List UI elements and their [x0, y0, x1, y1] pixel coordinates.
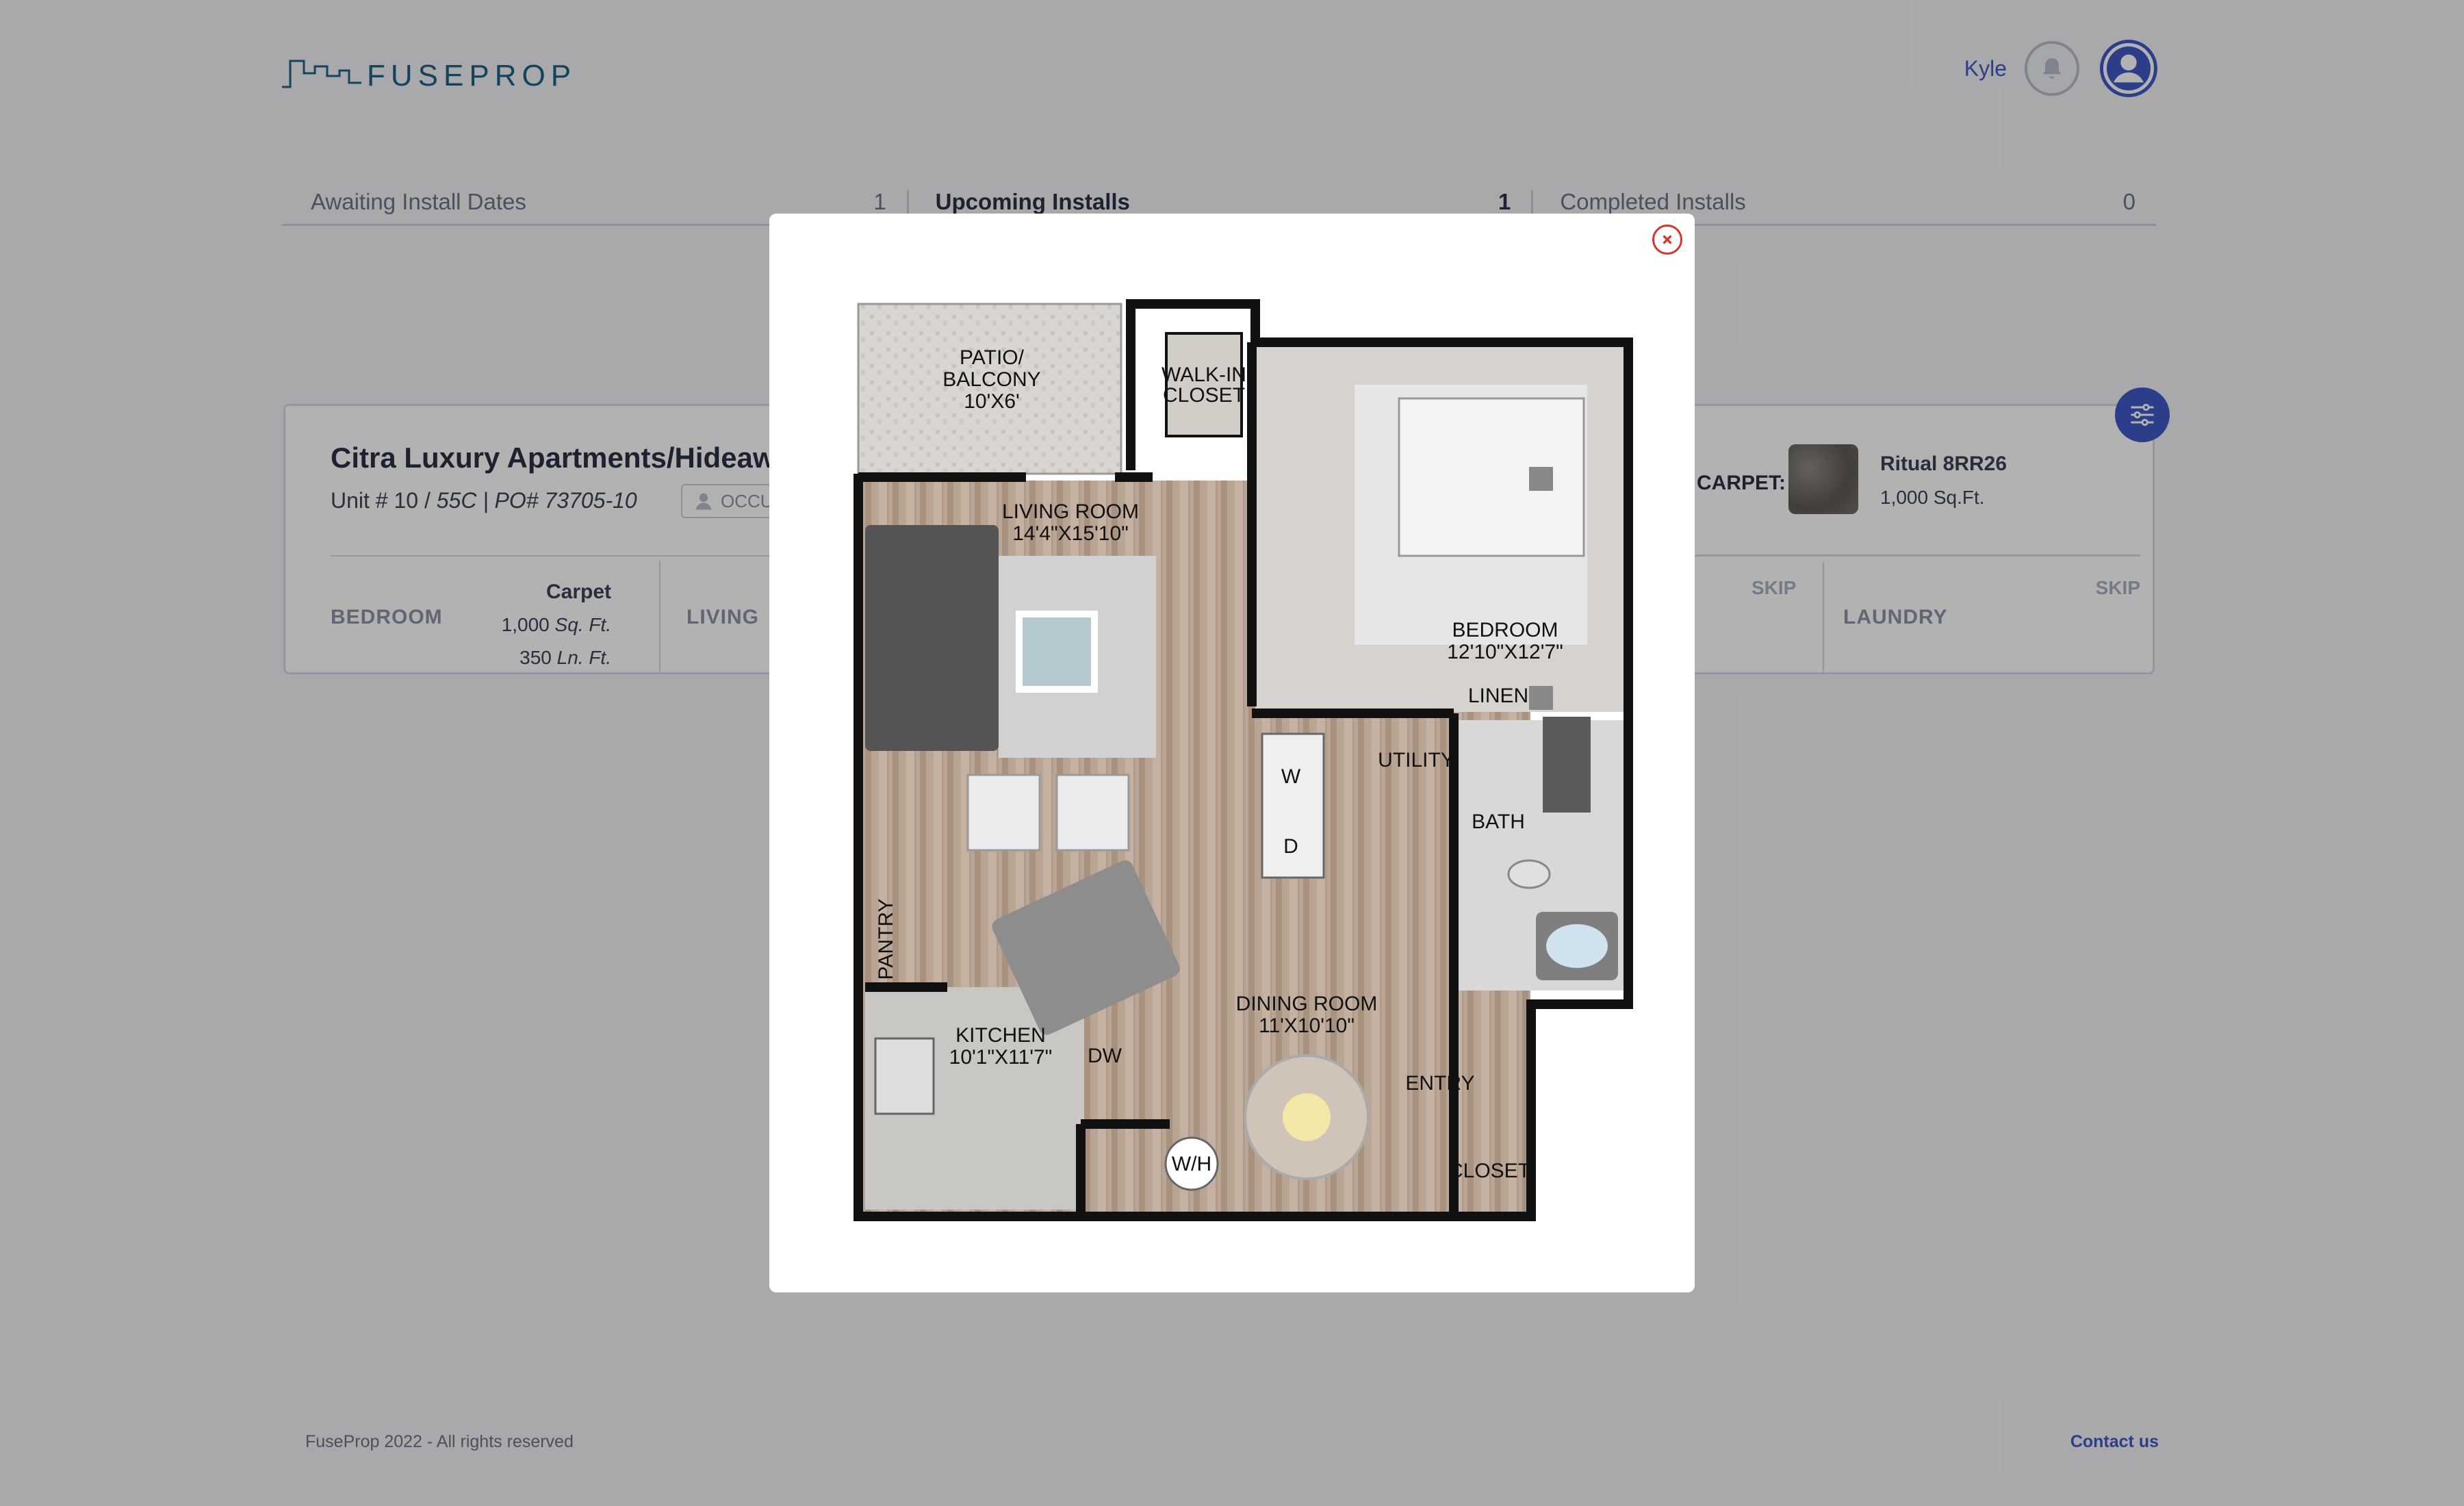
- armchair: [1055, 774, 1130, 852]
- fp-label: W: [1281, 765, 1301, 788]
- sofa: [865, 525, 999, 751]
- carpet-name: Ritual 8RR26: [1880, 452, 2007, 475]
- status-badge-label: OCCU: [721, 490, 773, 511]
- floorplan-image: PATIO/ BALCONY 10'X6' WALK-IN CLOSET LIV…: [854, 299, 1633, 1221]
- fp-label: ENTRY: [1405, 1072, 1474, 1095]
- footer-copyright: FuseProp 2022 - All rights reserved: [305, 1432, 574, 1451]
- unit-prefix: Unit #: [331, 488, 394, 513]
- fp-label: 10'1"X11'7": [949, 1046, 1053, 1069]
- nightstand: [1529, 686, 1553, 710]
- room-name: LIVING: [686, 606, 760, 628]
- table-centerpiece: [1283, 1093, 1331, 1141]
- linear-feet: 350 Ln. Ft.: [519, 647, 611, 668]
- tab-count: 1: [873, 188, 886, 214]
- fp-label: 11'X10'10": [1259, 1014, 1355, 1037]
- stove: [874, 1037, 935, 1115]
- tab-label: Completed Installs: [1560, 188, 1746, 214]
- coffee-table: [1016, 611, 1098, 693]
- close-icon: [1663, 235, 1672, 244]
- unit-code: 55C: [436, 488, 477, 513]
- tab-awaiting-install-dates[interactable]: Awaiting Install Dates 1: [282, 179, 907, 224]
- profile-avatar-button[interactable]: [2100, 40, 2157, 97]
- material-label: Carpet: [546, 580, 611, 603]
- po-number: | PO# 73705-10: [476, 488, 637, 513]
- armchair: [966, 774, 1041, 852]
- user-badge-icon: [695, 493, 712, 510]
- room-skip-columns: SKIP LAUNDRY SKIP: [1697, 557, 2140, 676]
- user-name[interactable]: Kyle: [1964, 55, 2007, 81]
- skip-label: SKIP: [1751, 577, 1797, 598]
- carpet-area: 1,000 Sq.Ft.: [1880, 487, 1985, 508]
- floorplan-modal: PATIO/ BALCONY 10'X6' WALK-IN CLOSET LIV…: [769, 214, 1695, 1292]
- fuseprop-logo[interactable]: FUSEPROP: [281, 49, 576, 93]
- fp-label: DINING ROOM: [1236, 993, 1378, 1015]
- bed-covers: [1398, 397, 1585, 557]
- fp-label: PANTRY: [875, 899, 897, 980]
- tab-count: 0: [2122, 188, 2136, 214]
- vanity: [1543, 717, 1591, 813]
- user-avatar-icon: [2106, 46, 2151, 91]
- fp-label: PATIO/: [960, 346, 1025, 369]
- walls: [854, 299, 1633, 1221]
- property-title: Citra Luxury Apartments/Hideaw: [331, 442, 775, 474]
- square-feet: 1,000 Sq. Ft.: [501, 614, 611, 635]
- room-measurements: Carpet 1,000 Sq. Ft. 350 Ln. Ft.: [502, 576, 611, 674]
- room-living: LIVING: [686, 557, 960, 674]
- room-name: LAUNDRY: [1843, 606, 1948, 628]
- toilet: [1507, 859, 1551, 889]
- tub-basin: [1546, 924, 1608, 968]
- unit-separator: /: [418, 488, 437, 513]
- fp-label: DW: [1088, 1045, 1122, 1067]
- nightstand: [1529, 467, 1553, 491]
- unit-info: Unit # 10 / 55C | PO# 73705-10: [331, 488, 637, 513]
- washer-dryer: [1261, 732, 1325, 879]
- fp-label: BATH: [1472, 811, 1525, 833]
- tab-count: 1: [1498, 188, 1511, 214]
- tab-completed-installs[interactable]: Completed Installs 0: [1531, 179, 2156, 224]
- close-button[interactable]: [1652, 225, 1682, 255]
- carpet-swatch[interactable]: [1788, 444, 1858, 514]
- fp-label: UTILITY: [1378, 749, 1454, 771]
- fp-label: 10'X6': [964, 390, 1020, 413]
- room-bedroom: BEDROOM Carpet 1,000 Sq. Ft. 350 Ln. Ft.: [331, 557, 641, 674]
- patio-area: [857, 303, 1122, 475]
- fp-label: 14'4"X15'10": [1012, 522, 1129, 545]
- fp-label: D: [1283, 835, 1298, 858]
- fp-label: CLOSET: [1448, 1160, 1530, 1182]
- bell-icon: [2042, 58, 2062, 79]
- carpet-label: CARPET:: [1697, 472, 1786, 494]
- walkin-closet: [1165, 332, 1243, 437]
- contact-us-link[interactable]: Contact us: [2070, 1432, 2159, 1451]
- fp-label: BEDROOM: [1452, 619, 1558, 641]
- status-badge: OCCU: [681, 484, 777, 518]
- tab-label: Upcoming Installs: [935, 188, 1130, 214]
- fp-label: WALK-IN: [1162, 363, 1246, 386]
- kitchen-island: [992, 860, 1180, 1035]
- notifications-button[interactable]: [2025, 41, 2079, 96]
- room-name: BEDROOM: [331, 606, 443, 628]
- column-divider: [659, 561, 660, 674]
- fp-label: BALCONY: [942, 368, 1040, 391]
- water-heater: [1164, 1136, 1219, 1191]
- column-divider: [1823, 562, 1824, 676]
- tab-label: Awaiting Install Dates: [311, 188, 526, 214]
- fp-label: CLOSET: [1163, 384, 1245, 407]
- fp-label: LIVING ROOM: [1002, 500, 1139, 523]
- fp-label: KITCHEN: [955, 1024, 1046, 1047]
- fp-label: 12'10"X12'7": [1447, 641, 1563, 663]
- skyline-logo-icon: [282, 60, 361, 88]
- unit-number: 10: [394, 488, 419, 513]
- skip-label: SKIP: [2095, 577, 2140, 598]
- filter-button[interactable]: [2115, 387, 2170, 442]
- carpet-divider: [1697, 554, 2140, 556]
- install-status-tabs: Awaiting Install Dates 1 Upcoming Instal…: [282, 179, 2156, 226]
- logo-text: FUSEPROP: [367, 59, 577, 92]
- fp-label: W/H: [1172, 1153, 1211, 1175]
- fp-label: LINEN: [1468, 685, 1528, 707]
- user-area: Kyle: [1964, 40, 2157, 97]
- filter-sliders-icon: [2131, 403, 2154, 426]
